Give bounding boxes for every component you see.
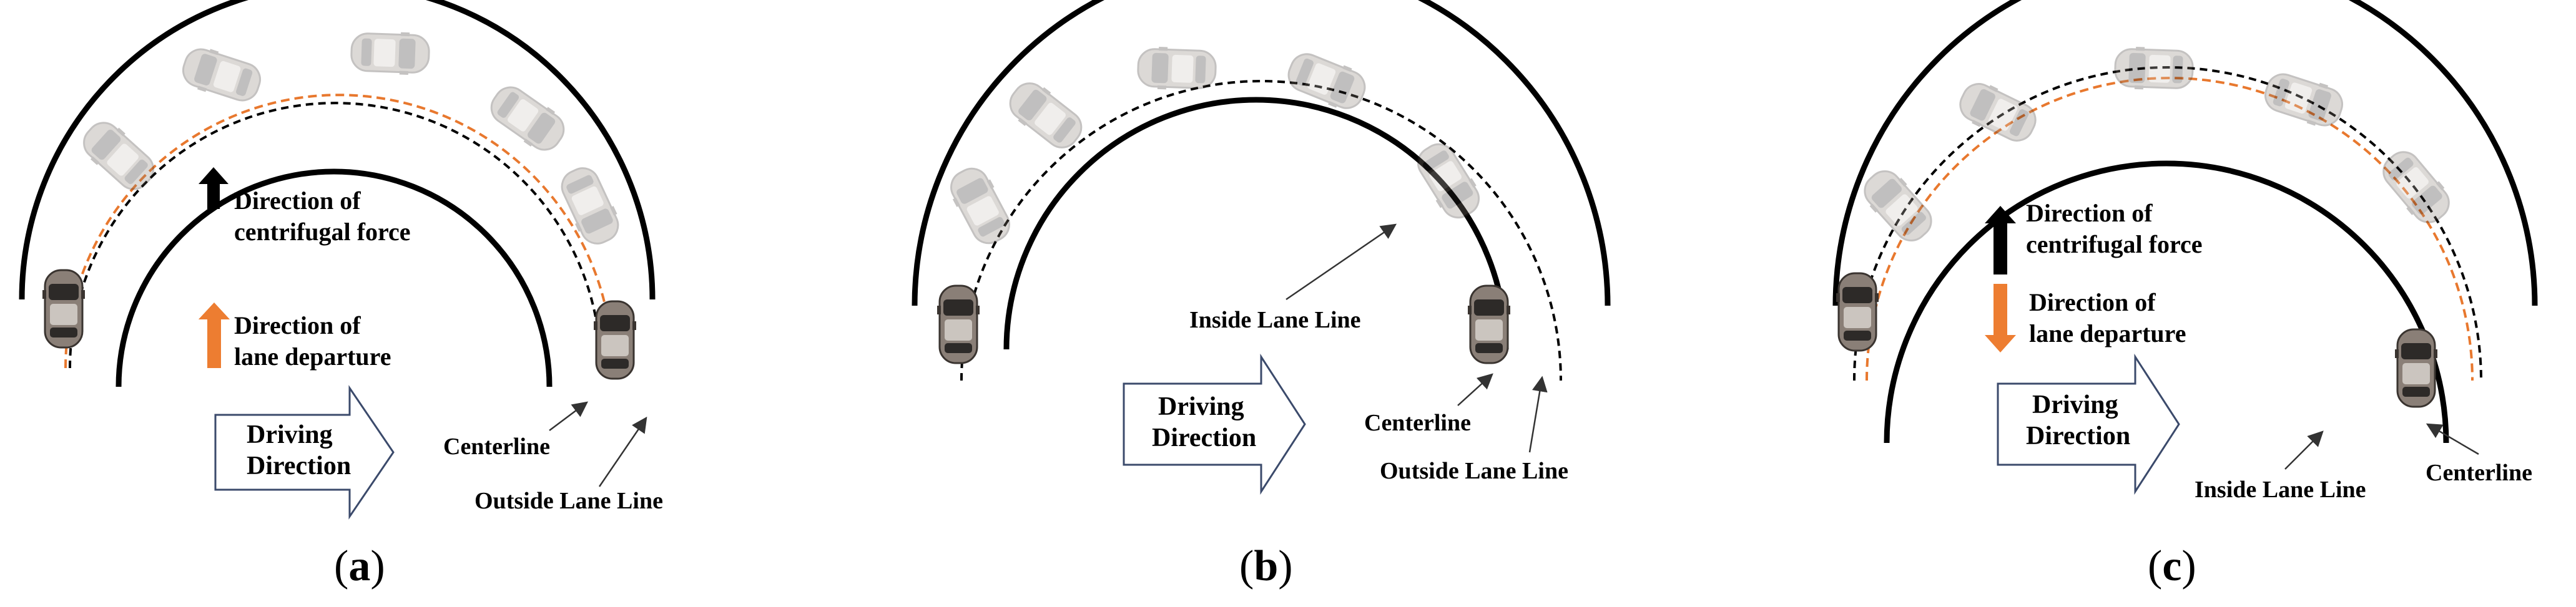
departure-label-line2: lane departure <box>2029 319 2186 347</box>
driving-direction-line1: Driving <box>247 420 333 449</box>
panel-label-a: (a) <box>334 542 385 590</box>
driving-direction-line1: Driving <box>1158 392 1244 421</box>
outer-lane-line <box>1832 0 2538 306</box>
panel-b: Inside Lane Line Driving Direction Cente… <box>912 0 1611 590</box>
inside-lane-line-label: Inside Lane Line <box>1189 307 1361 333</box>
centerline-label: Centerline <box>2426 460 2532 486</box>
centrifugal-label-line1: Direction of <box>2026 199 2153 227</box>
outer-lane-line <box>912 0 1611 306</box>
outer-lane-line <box>19 0 656 300</box>
inner-lane-line <box>1003 97 1509 350</box>
departure-label-line2: lane departure <box>234 342 391 371</box>
driving-direction-line2: Direction <box>247 452 351 480</box>
inside-lane-line-label: Inside Lane Line <box>2195 477 2366 503</box>
centrifugal-arrow-icon <box>1985 206 2016 274</box>
panel-label-c: (c) <box>2148 542 2196 590</box>
outside-lane-line-label: Outside Lane Line <box>1380 458 1568 484</box>
car-icon <box>592 300 637 380</box>
panel-label-b: (b) <box>1239 542 1293 590</box>
centrifugal-label-line1: Direction of <box>234 187 361 215</box>
car-icon <box>2394 328 2439 408</box>
centerline-label: Centerline <box>443 434 550 460</box>
car-icon <box>1467 284 1512 364</box>
ghost-car-icon <box>1855 45 2459 250</box>
driving-direction-arrow-icon <box>1123 353 1306 495</box>
departure-label-line1: Direction of <box>2029 288 2156 316</box>
centerline-label: Centerline <box>1364 410 1471 436</box>
driving-direction-line2: Direction <box>2026 422 2130 450</box>
driving-direction-line1: Driving <box>2032 391 2118 419</box>
centerline <box>960 80 1562 381</box>
panel-c: Direction of centrifugal force Direction… <box>1832 0 2538 590</box>
driving-direction-line2: Direction <box>1152 424 1256 452</box>
centrifugal-arrow-icon <box>199 167 229 209</box>
inner-lane-line <box>1884 160 2449 444</box>
departure-arrow-icon <box>1985 284 2016 352</box>
panel-a: Direction of centrifugal force Direction… <box>19 0 663 590</box>
outside-lane-line-label: Outside Lane Line <box>474 488 663 514</box>
centrifugal-label-line2: centrifugal force <box>234 218 410 246</box>
car-icon <box>936 284 981 364</box>
centerline <box>69 102 602 369</box>
departure-label-line1: Direction of <box>234 311 361 339</box>
centrifugal-label-line2: centrifugal force <box>2026 230 2202 258</box>
car-icon <box>1835 272 1880 352</box>
driving-direction-arrow-icon <box>1997 353 2180 495</box>
driving-direction-arrow-icon <box>214 385 395 520</box>
inner-lane-line <box>116 168 553 387</box>
car-icon <box>41 269 86 349</box>
vehicle-trajectory <box>64 94 614 369</box>
